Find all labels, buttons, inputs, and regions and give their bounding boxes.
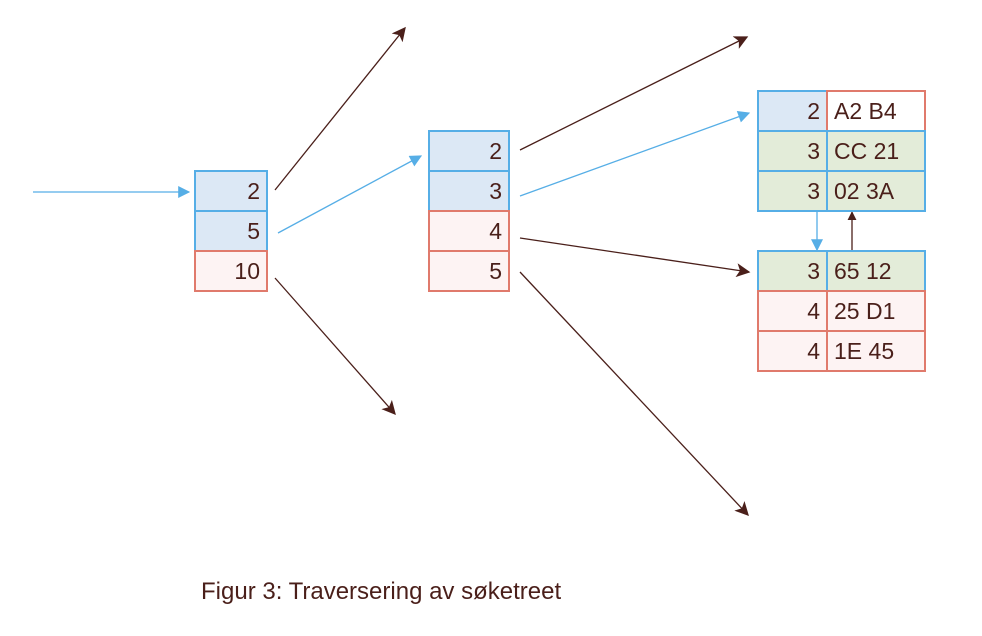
leaf2-value-2: 25 D1 [826, 290, 926, 332]
inner-key-4: 5 [428, 250, 510, 292]
leaf1-key-2: 3 [757, 130, 828, 172]
root-key-2: 5 [194, 210, 268, 252]
root-key-3: 10 [194, 250, 268, 292]
leaf1-key-1: 2 [757, 90, 828, 132]
inner-arrow-traverse [519, 111, 751, 197]
inner-arrow-to-leaf2 [519, 237, 751, 278]
figure-caption: Figur 3: Traversering av søketreet [201, 578, 562, 605]
inner-key-3: 4 [428, 210, 510, 252]
leaf1-value-2: CC 21 [826, 130, 926, 172]
inner-key-2: 3 [428, 170, 510, 212]
leaf2-value-3: 1E 45 [826, 330, 926, 372]
leaf1-key-3: 3 [757, 170, 828, 212]
leaf2-key-2: 4 [757, 290, 828, 332]
root-arrow-up [274, 26, 406, 191]
root-key-1: 2 [194, 170, 268, 212]
root-arrow-traverse [277, 155, 423, 234]
leaf2-value-1: 65 12 [826, 250, 926, 292]
inner-arrow-down [519, 271, 749, 517]
root-arrow-down [274, 277, 396, 416]
leaf1-value-1: A2 B4 [826, 90, 926, 132]
leaf2-key-3: 4 [757, 330, 828, 372]
inner-key-1: 2 [428, 130, 510, 172]
leaf2-key-1: 3 [757, 250, 828, 292]
leaf1-value-3: 02 3A [826, 170, 926, 212]
inner-arrow-up [519, 36, 749, 151]
